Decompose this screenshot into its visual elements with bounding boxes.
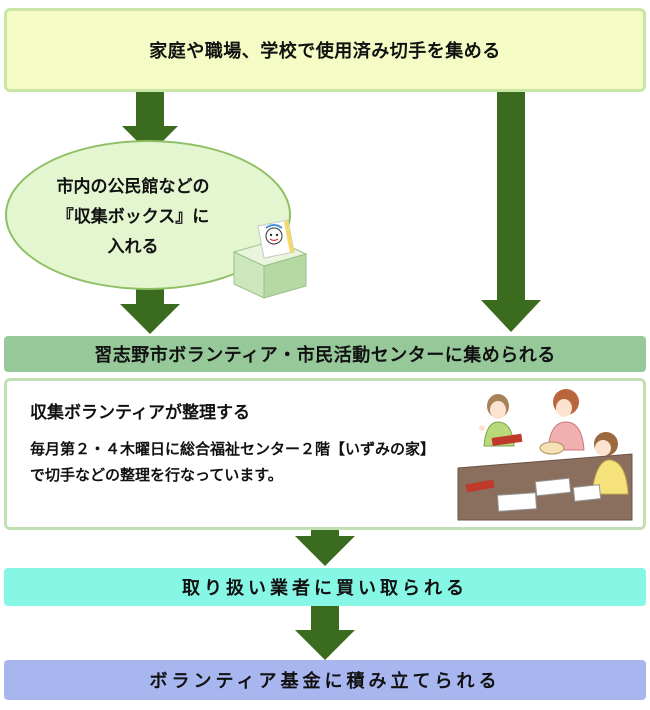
step-fund-band: ボランティア基金に積み立てられる <box>4 660 646 700</box>
step-center-band: 習志野市ボランティア・市民活動センターに集められる <box>4 336 646 372</box>
collection-box-icon <box>232 219 308 299</box>
volunteer-title: 収集ボランティアが整理する <box>30 403 250 423</box>
step-center-text: 習志野市ボランティア・市民活動センターに集められる <box>94 345 556 366</box>
arrow-to-fund <box>295 606 355 660</box>
step-box-line3: 入れる <box>107 236 159 257</box>
volunteer-description: 毎月第２・４木曜日に総合福祉センター２階【いずみの家】で切手などの整理を行なって… <box>30 440 436 485</box>
volunteers-sorting-illustration <box>457 389 633 521</box>
arrow-box-to-center <box>120 276 180 334</box>
step-collect-box: 家庭や職場、学校で使用済み切手を集める <box>4 8 646 92</box>
arrow-direct-to-center <box>481 92 541 332</box>
step-collect-text: 家庭や職場、学校で使用済み切手を集める <box>149 41 501 62</box>
step-box-line1: 市内の公民館などの <box>56 177 210 198</box>
step-box-line2: 『収集ボックス』に <box>56 207 210 228</box>
arrow-to-dealer <box>295 516 355 566</box>
step-dealer-band: 取り扱い業者に買い取られる <box>4 568 646 606</box>
arrow-to-box <box>122 92 178 154</box>
step-dealer-text: 取り扱い業者に買い取られる <box>182 578 468 599</box>
step-fund-text: ボランティア基金に積み立てられる <box>149 671 501 692</box>
